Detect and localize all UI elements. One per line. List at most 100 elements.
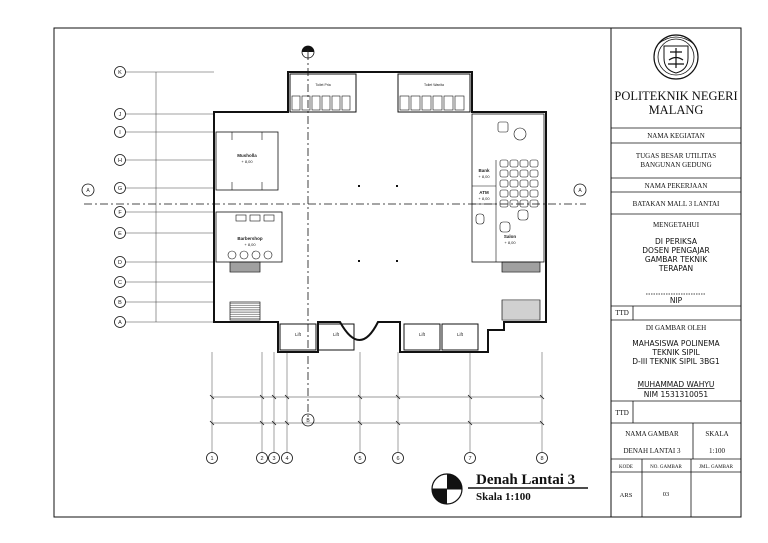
section-label-b-bottom: B xyxy=(306,418,310,424)
drawing-title: Denah Lantai 3 xyxy=(476,472,575,488)
grid-label-col-1: 1 xyxy=(210,456,213,462)
kode-header: KODE xyxy=(619,465,633,470)
section-marker-b-top: B xyxy=(301,45,315,59)
kegiatan-header: NAMA KEGIATAN xyxy=(647,132,705,140)
musholla-room xyxy=(215,131,279,191)
barbershop-label: Barbershop xyxy=(237,236,263,241)
grid-label-row-K: K xyxy=(118,70,122,76)
grid-bubble-row-F: F xyxy=(114,206,126,218)
salon-level: + 8,00 xyxy=(504,240,516,245)
grid-label-row-B: B xyxy=(118,300,122,306)
grid-label-col-7: 7 xyxy=(468,456,471,462)
lift-label-1: Lift xyxy=(295,332,302,337)
digambar-line-3: D-III TEKNIK SIPIL 3BG1 xyxy=(632,357,720,366)
grid-bubble-col-5: 5 xyxy=(354,452,366,464)
kegiatan-line-1: TUGAS BESAR UTILITAS xyxy=(636,152,716,160)
building-outline xyxy=(213,71,547,353)
grid-label-col-8: 8 xyxy=(540,456,543,462)
grid-label-col-2: 2 xyxy=(260,456,263,462)
grid-bubble-col-3: 3 xyxy=(268,452,280,464)
polinema-logo-icon xyxy=(653,34,699,80)
bank-label: Bank xyxy=(478,168,490,173)
grid-label-row-J: J xyxy=(119,112,122,118)
diperiksa-line-1: DI PERIKSA xyxy=(655,237,698,246)
title-block: POLITEKNIK NEGERI MALANG NAMA KEGIATAN T… xyxy=(611,34,741,517)
lift-label-3: Lift xyxy=(419,332,426,337)
grid-bubble-row-D: D xyxy=(114,256,126,268)
salon-label: Salon xyxy=(504,234,517,239)
skala-header: SKALA xyxy=(705,430,728,438)
grid-bubble-col-7: 7 xyxy=(464,452,476,464)
grid-label-row-A: A xyxy=(118,320,122,326)
grid-label-row-D: D xyxy=(118,260,122,266)
toilet-pria-label: Toilet Pria xyxy=(315,83,330,87)
nip-label: NIP xyxy=(670,296,683,305)
mengetahui-header: MENGETAHUI xyxy=(653,221,700,229)
grid-label-row-H: H xyxy=(118,158,122,164)
grid-label-col-5: 5 xyxy=(358,456,361,462)
grid-label-col-6: 6 xyxy=(396,456,399,462)
toilet-pria-room xyxy=(289,73,357,113)
grid-bubble-col-2: 2 xyxy=(256,452,268,464)
grid-bubble-row-H: H xyxy=(114,154,126,166)
jml-gambar-header: JML. GAMBAR xyxy=(699,465,734,470)
section-label-a-right: A xyxy=(578,188,582,194)
grid-label-row-E: E xyxy=(118,231,122,237)
grid-bubble-col-1: 1 xyxy=(206,452,218,464)
ttd-label-2: TTD xyxy=(615,409,629,417)
lift-label-2: Lift xyxy=(333,332,340,337)
musholla-level: + 8,00 xyxy=(241,159,253,164)
lift-group-left: Lift Lift xyxy=(279,323,355,351)
nama-gambar-header: NAMA GAMBAR xyxy=(625,430,679,438)
grid-bubble-row-E: E xyxy=(114,227,126,239)
nama-gambar-value: DENAH LANTAI 3 xyxy=(624,447,681,455)
diperiksa-line-3: GAMBAR TEKNIK xyxy=(645,255,708,264)
grid-bubble-row-A: A xyxy=(114,316,126,328)
student-name: MUHAMMAD WAHYU xyxy=(638,380,715,389)
grid-label-row-I: I xyxy=(119,130,121,136)
lift-label-4: Lift xyxy=(457,332,464,337)
digambar-header: DI GAMBAR OLEH xyxy=(646,324,706,332)
no-gambar-header: NO. GAMBAR xyxy=(650,465,682,470)
grid-label-row-G: G xyxy=(118,186,122,192)
grid-label-col-3: 3 xyxy=(272,456,275,462)
grid-bubble-row-C: C xyxy=(114,276,126,288)
no-gambar-value: 03 xyxy=(663,491,670,498)
grid-bubble-row-I: I xyxy=(114,126,126,138)
floor-plan: Toilet Pria Toilet Wanita Musholla + 8,0… xyxy=(81,45,587,464)
lift-group-right: Lift Lift xyxy=(403,323,479,351)
grid-label-col-4: 4 xyxy=(285,456,288,462)
bank-level: + 8,00 xyxy=(478,174,490,179)
grid-bubble-row-J: J xyxy=(114,108,126,120)
digambar-line-1: MAHASISWA POLINEMA xyxy=(632,339,720,348)
north-arrow-icon xyxy=(431,473,463,505)
diperiksa-line-2: DOSEN PENGAJAR xyxy=(642,246,709,255)
musholla-label: Musholla xyxy=(237,153,257,158)
pekerjaan-header: NAMA PEKERJAAN xyxy=(645,182,708,190)
grid-label-row-F: F xyxy=(118,210,122,216)
drawing-title-block: Denah Lantai 3 Skala 1:100 xyxy=(431,472,588,505)
diperiksa-line-4: TERAPAN xyxy=(658,264,693,273)
grid-bubble-row-G: G xyxy=(114,182,126,194)
skala-value: 1:100 xyxy=(709,447,725,455)
kode-value: ARS xyxy=(620,492,633,499)
section-label-b-top: B xyxy=(307,48,310,53)
ttd-label-1: TTD xyxy=(615,309,629,317)
grid-bubble-col-6: 6 xyxy=(392,452,404,464)
institution-name-2: MALANG xyxy=(649,103,704,117)
atm-level: + 8,00 xyxy=(478,196,490,201)
toilet-wanita-room xyxy=(397,73,471,113)
pekerjaan-value: BATAKAN MALL 3 LANTAI xyxy=(633,200,720,208)
sheet-border xyxy=(53,27,742,518)
kegiatan-line-2: BANGUNAN GEDUNG xyxy=(640,161,711,169)
section-marker-a-left: A xyxy=(81,183,95,197)
section-label-a-left: A xyxy=(86,188,90,194)
grid-bubble-col-4: 4 xyxy=(281,452,293,464)
student-nim: NIM 1531310051 xyxy=(644,390,709,399)
section-marker-b-bottom: B xyxy=(301,413,315,427)
barbershop-level: + 8,00 xyxy=(244,242,256,247)
atm-label: ATM xyxy=(479,190,489,195)
drawing-scale: Skala 1:100 xyxy=(476,491,531,503)
institution-name-1: POLITEKNIK NEGERI xyxy=(614,89,737,103)
